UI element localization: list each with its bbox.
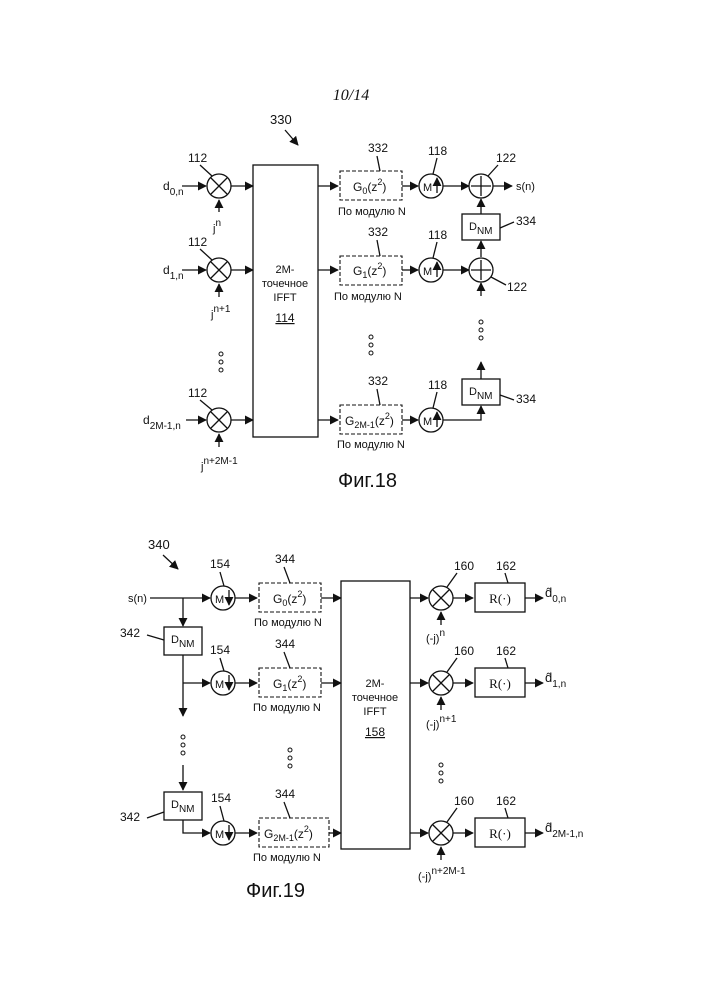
- ifft-ref: 114: [275, 311, 294, 325]
- svg-text:(-j)n+1: (-j)n+1: [426, 714, 457, 731]
- ref-160: 160: [454, 559, 474, 573]
- input-d2m1: d2M-1,n: [143, 413, 181, 432]
- fig19-caption: Фиг.19: [246, 880, 305, 902]
- ref-162: 162: [496, 559, 516, 573]
- svg-text:112: 112: [188, 235, 207, 249]
- svg-text:По модулю N: По модулю N: [253, 702, 321, 714]
- ref-344: 344: [275, 552, 295, 566]
- ref-334: 334: [516, 214, 536, 228]
- svg-text:154: 154: [210, 643, 230, 657]
- svg-text:M: M: [215, 679, 224, 691]
- svg-text:154: 154: [211, 791, 231, 805]
- ref-332: 332: [368, 141, 388, 155]
- svg-text:точечное: точечное: [352, 692, 398, 704]
- svg-text:По модулю N: По модулю N: [334, 291, 402, 303]
- svg-text:342: 342: [120, 810, 140, 824]
- figure-18: 330 2M- точечное IFFT 114 d0,n 112 jn G0…: [143, 112, 536, 492]
- svg-text:M: M: [215, 829, 224, 841]
- input-sn: s(n): [128, 593, 147, 605]
- svg-text:(-j)n: (-j)n: [426, 628, 445, 645]
- svg-text:По модулю N: По модулю N: [254, 617, 322, 629]
- ref-340: 340: [148, 537, 170, 552]
- svg-text:162: 162: [496, 644, 516, 658]
- page-number: 10/14: [333, 87, 369, 104]
- ifft-label-3: IFFT: [273, 292, 296, 304]
- svg-text:158: 158: [365, 725, 385, 739]
- output-sn: s(n): [516, 181, 535, 193]
- svg-text:332: 332: [368, 374, 388, 388]
- svg-text:M: M: [423, 266, 432, 278]
- output-d1: d̂1,n: [545, 670, 566, 690]
- svg-text:118: 118: [428, 378, 447, 392]
- svg-text:118: 118: [428, 228, 447, 242]
- svg-text:M: M: [423, 182, 432, 194]
- svg-text:IFFT: IFFT: [363, 706, 386, 718]
- fig18-caption: Фиг.18: [338, 470, 397, 492]
- ref-330-arrow: [285, 130, 298, 145]
- svg-text:По модулю N: По модулю N: [337, 439, 405, 451]
- input-d0: d0,n: [163, 179, 184, 198]
- phase-jn2m1: jn+2M-1: [200, 456, 238, 473]
- svg-text:112: 112: [188, 386, 207, 400]
- ref-342: 342: [120, 626, 140, 640]
- svg-text:122: 122: [507, 280, 527, 294]
- svg-text:160: 160: [454, 644, 474, 658]
- svg-text:M: M: [215, 594, 224, 606]
- svg-text:334: 334: [516, 392, 536, 406]
- output-d0: d̂0,n: [545, 585, 566, 605]
- ref-112: 112: [188, 151, 207, 165]
- svg-text:332: 332: [368, 225, 388, 239]
- svg-text:(-j)n+2M-1: (-j)n+2M-1: [418, 866, 466, 883]
- ref-118: 118: [428, 144, 447, 158]
- phase-jn: jn: [212, 218, 221, 235]
- ref-122: 122: [496, 151, 516, 165]
- svg-text:344: 344: [275, 637, 295, 651]
- svg-text:R(·): R(·): [489, 826, 511, 841]
- figure-19: 340 2M- точечное IFFT 158 s(n) M 154 G0(…: [120, 537, 583, 902]
- svg-text:344: 344: [275, 787, 295, 801]
- svg-text:R(·): R(·): [489, 591, 511, 606]
- svg-text:160: 160: [454, 794, 474, 808]
- modulo-label: По модулю N: [338, 206, 406, 218]
- svg-text:R(·): R(·): [489, 676, 511, 691]
- svg-text:M: M: [423, 416, 432, 428]
- svg-text:2M-: 2M-: [366, 678, 385, 690]
- svg-text:По модулю N: По модулю N: [253, 852, 321, 864]
- ref-330: 330: [270, 112, 292, 127]
- phase-jn1: jn+1: [210, 304, 231, 321]
- ref-340-arrow: [163, 555, 178, 569]
- output-d2m1: d̂2M-1,n: [545, 820, 583, 840]
- fig18-row-last: d2M-1,n 112 jn+2M-1 G2M-1(z2) По модулю …: [143, 362, 536, 473]
- input-d1: d1,n: [163, 263, 184, 282]
- ref-154: 154: [210, 557, 230, 571]
- ifft-label-1: 2M-: [276, 264, 295, 276]
- svg-text:162: 162: [496, 794, 516, 808]
- ifft-label-2: точечное: [262, 278, 308, 290]
